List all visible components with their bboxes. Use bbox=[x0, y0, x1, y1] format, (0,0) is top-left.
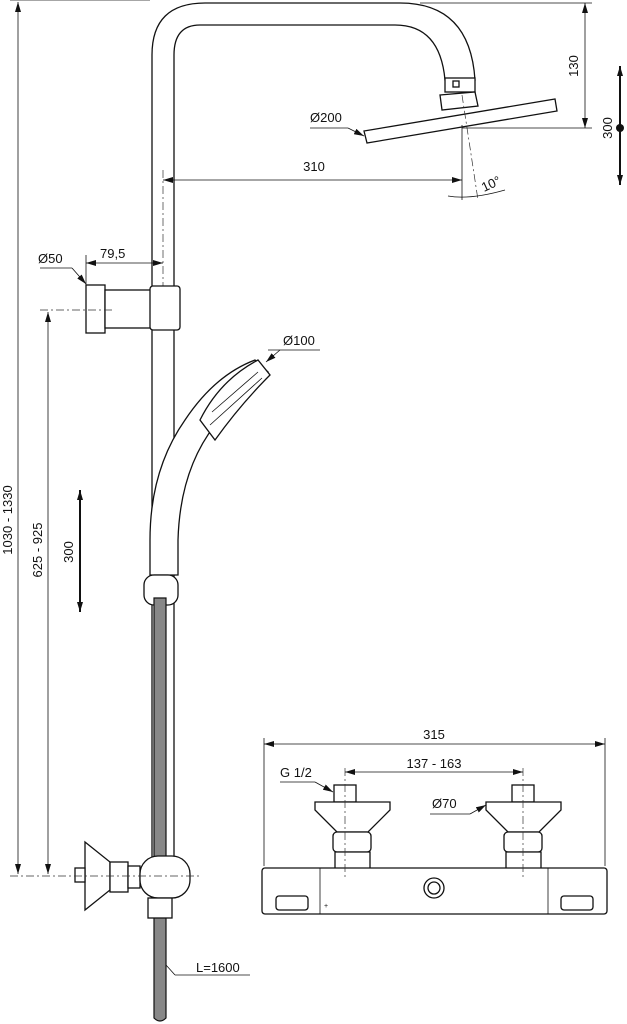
head-adjust-label: 300 bbox=[600, 117, 615, 139]
hand-shower-diameter-label: Ø100 bbox=[283, 333, 315, 348]
dimension-300-head: 300 bbox=[600, 66, 624, 185]
cover-diameter-label: Ø70 bbox=[432, 796, 457, 811]
wall-outlet bbox=[10, 840, 200, 919]
bracket-diameter-label: Ø50 bbox=[38, 251, 63, 266]
arm-drop-label: 130 bbox=[566, 55, 581, 77]
dimension-300-slide: 300 bbox=[61, 490, 83, 612]
left-inlet bbox=[314, 784, 391, 875]
right-inlet bbox=[485, 784, 562, 875]
slide-travel-label: 300 bbox=[61, 541, 76, 563]
dimension-centres: 137 - 163 bbox=[344, 756, 524, 880]
head-diameter-label: Ø200 bbox=[310, 110, 342, 125]
centres-label: 137 - 163 bbox=[407, 756, 462, 771]
dimension-bracket-height: 625 - 925 bbox=[30, 312, 51, 874]
dimension-310: 310 bbox=[163, 159, 462, 183]
thread-label: G 1/2 bbox=[280, 765, 312, 780]
hose-length-label: L=1600 bbox=[196, 960, 240, 975]
dimension-130: 130 bbox=[420, 2, 592, 129]
overall-height-label: 1030 - 1330 bbox=[0, 485, 15, 554]
leader-70: Ø70 bbox=[430, 796, 487, 815]
dimension-overall-height: 1030 - 1330 bbox=[0, 0, 150, 874]
dimension-315: 315 bbox=[263, 727, 606, 866]
svg-text:+: + bbox=[324, 903, 328, 910]
leader-200: Ø200 bbox=[310, 110, 365, 137]
projection-label: 310 bbox=[303, 159, 325, 174]
bracket-offset-label: 79,5 bbox=[100, 246, 125, 261]
dimension-10deg: 10° bbox=[447, 173, 506, 198]
leader-thread: G 1/2 bbox=[280, 765, 334, 793]
wall-bracket bbox=[40, 284, 181, 334]
mixer-width-label: 315 bbox=[423, 727, 445, 742]
dimension-79-5: 79,5 Ø50 bbox=[38, 246, 163, 285]
hand-shower: Ø100 bbox=[143, 333, 320, 606]
overhead-shower-head bbox=[363, 77, 558, 201]
bracket-height-label: 625 - 925 bbox=[30, 523, 45, 578]
